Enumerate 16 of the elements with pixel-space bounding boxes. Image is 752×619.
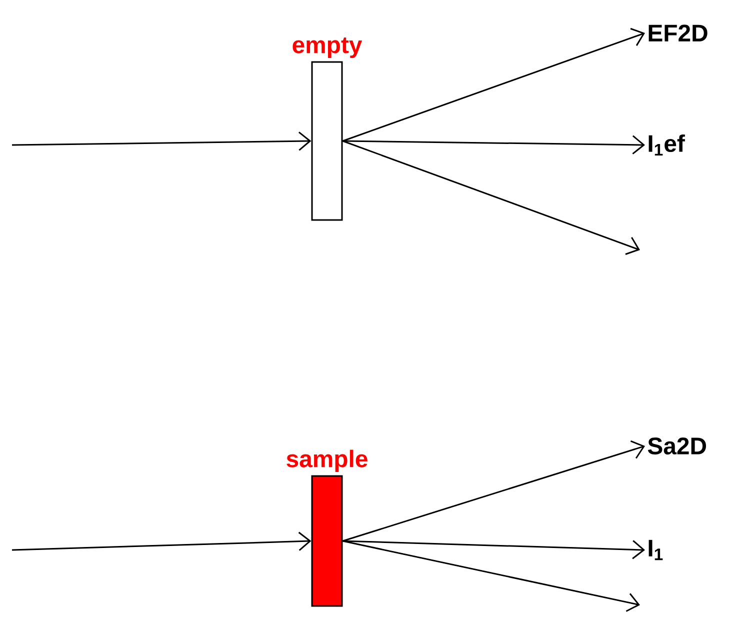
beam-label: Sa2D	[648, 438, 706, 454]
beam-arrow	[12, 132, 312, 151]
sample-holder-box: empty	[292, 38, 362, 221]
beam-arrow	[342, 440, 646, 542]
beam-arrow	[342, 135, 645, 154]
beam-arrow	[342, 140, 640, 255]
node-label: sample	[286, 450, 368, 472]
beam-arrow	[12, 532, 312, 551]
beam-arrow	[342, 540, 640, 612]
sample-holder-box: sample	[286, 450, 368, 607]
beam-label: I$_{1}$	[648, 540, 663, 560]
beam-label: EF2D	[648, 24, 708, 42]
beam-label: I$_{1}$ef	[648, 134, 685, 156]
node-label: empty	[292, 37, 362, 58]
beam-arrow	[342, 540, 645, 560]
beam-arrow	[342, 28, 646, 142]
